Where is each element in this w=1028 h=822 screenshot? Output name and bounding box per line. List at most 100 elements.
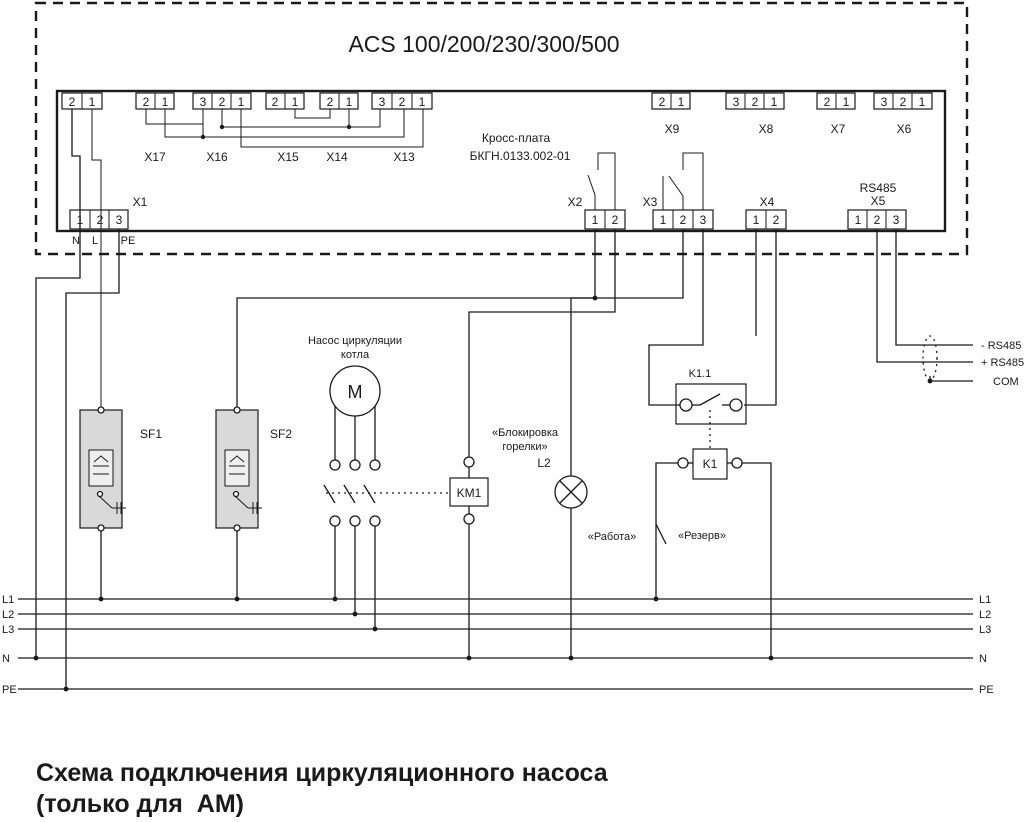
pin-label: 3 <box>733 95 740 109</box>
x1-terminal-l: L <box>92 235 98 247</box>
motor-label: M <box>348 382 363 402</box>
connector-x9-label: X9 <box>665 122 680 136</box>
pin-label: 3 <box>200 95 207 109</box>
connector-x4-label: X4 <box>760 195 775 209</box>
bus-label-n-right: N <box>979 653 987 665</box>
connector-x6-label: X6 <box>897 122 912 136</box>
x1-terminal-n: N <box>72 235 80 247</box>
pin-label: 1 <box>919 95 926 109</box>
pin-label: 1 <box>753 213 760 227</box>
x1-terminal-pe: PE <box>121 235 136 247</box>
rs485-minus-label: - RS485 <box>981 340 1021 352</box>
connector-x2: X2 1 2 <box>568 152 626 230</box>
connector-x1: X1 1 2 3 N L PE <box>69 195 148 247</box>
bus-label-l3-right: L3 <box>979 624 991 636</box>
connector-x13-label: X13 <box>393 150 415 164</box>
connector-x5: RS485 X5 1 2 3 <box>847 181 907 230</box>
pin-label: 3 <box>116 213 123 227</box>
pin-label: 3 <box>881 95 888 109</box>
pin-label: 1 <box>855 213 862 227</box>
bus-label-pe-right: PE <box>979 684 994 696</box>
relay-contact-label: K1.1 <box>689 368 712 380</box>
bus-label-l1-left: L1 <box>2 594 14 606</box>
lamp-label-line2: горелки» <box>502 441 547 453</box>
cross-board: Кросс-плата БКГН.0133.002-01 <box>55 89 947 233</box>
board-internal-wiring <box>145 109 424 148</box>
bus-label-n-left: N <box>2 653 10 665</box>
controller-title: ACS 100/200/230/300/500 <box>348 31 619 57</box>
breaker-sf1: SF1 <box>79 406 162 602</box>
pin-label: 2 <box>97 213 104 227</box>
pin-label: 2 <box>69 95 76 109</box>
rs485-plus-label: + RS485 <box>981 357 1024 369</box>
pin-label: 3 <box>700 213 707 227</box>
lamp-label-line1: «Блокировка <box>492 427 559 439</box>
contactor-km1-label: KM1 <box>457 486 482 500</box>
pin-label: 2 <box>752 95 759 109</box>
breaker-sf2-label: SF2 <box>270 427 292 441</box>
pin-label: 2 <box>874 213 881 227</box>
pin-label: 1 <box>346 95 353 109</box>
pin-label: 1 <box>419 95 426 109</box>
bus-label-l2-right: L2 <box>979 609 991 621</box>
rs485-com-label: COM <box>993 376 1019 388</box>
top-connector-pins: 2 1 2 1 3 2 1 2 1 2 1 3 2 1 2 1 <box>61 92 933 110</box>
pin-label: 3 <box>379 95 386 109</box>
pin-label: 3 <box>893 213 900 227</box>
reserve-label: «Резерв» <box>678 530 726 542</box>
pin-label: 1 <box>89 95 96 109</box>
cross-board-code: БКГН.0133.002-01 <box>470 149 571 163</box>
top-connector-labels: X17 X16 X15 X14 X13 X9 X8 X7 X6 <box>144 122 911 164</box>
bus-lines: L1 L2 L3 N PE L1 L2 L3 N PE <box>2 594 994 696</box>
relay-coil-label: K1 <box>703 457 718 471</box>
caption-line-1: Схема подключения циркуляционного насоса <box>36 759 608 787</box>
connector-x16-label: X16 <box>206 150 228 164</box>
lamp-label: L2 <box>537 456 551 470</box>
breaker-sf2: SF2 <box>215 229 598 602</box>
pump-label-line1: Насос циркуляции <box>308 335 402 347</box>
pin-label: 1 <box>292 95 299 109</box>
connector-x17-label: X17 <box>144 150 166 164</box>
pin-label: 1 <box>678 95 685 109</box>
pin-label: 2 <box>399 95 406 109</box>
pin-label: 2 <box>773 213 780 227</box>
breaker-sf1-label: SF1 <box>140 427 162 441</box>
pin-label: 1 <box>660 213 667 227</box>
pin-label: 1 <box>162 95 169 109</box>
pin-label: 2 <box>659 95 666 109</box>
bus-label-l3-left: L3 <box>2 624 14 636</box>
connector-x15-label: X15 <box>277 150 299 164</box>
pin-label: 2 <box>900 95 907 109</box>
supply-wiring <box>33 109 120 692</box>
pump-label-line2: котла <box>341 349 370 361</box>
rs485-output: - RS485 + RS485 COM <box>876 229 1024 388</box>
bus-label-pe-left: PE <box>2 684 17 696</box>
pin-label: 1 <box>592 213 599 227</box>
pin-label: 2 <box>612 213 619 227</box>
pin-label: 2 <box>143 95 150 109</box>
pin-label: 1 <box>238 95 245 109</box>
pin-label: 2 <box>327 95 334 109</box>
connector-x3: X3 1 2 3 <box>643 152 714 230</box>
connector-x8-label: X8 <box>759 122 774 136</box>
pin-label: 2 <box>272 95 279 109</box>
connector-x3-label: X3 <box>643 195 658 209</box>
caption-line-2: (только для AM) <box>36 790 244 818</box>
pin-label: 1 <box>843 95 850 109</box>
pump-circuit: Насос циркуляции котла M KM1 <box>308 229 616 661</box>
pin-label: 2 <box>219 95 226 109</box>
connector-x2-label: X2 <box>568 195 583 209</box>
bus-label-l1-right: L1 <box>979 594 991 606</box>
bus-label-l2-left: L2 <box>2 609 14 621</box>
pin-label: 1 <box>771 95 778 109</box>
diagram-caption: Схема подключения циркуляционного насоса… <box>36 758 608 820</box>
connector-x1-label: X1 <box>133 195 148 209</box>
pin-label: 2 <box>680 213 687 227</box>
work-label: «Работа» <box>588 531 637 543</box>
connector-x14-label: X14 <box>326 150 348 164</box>
rs485-header: RS485 <box>860 181 897 195</box>
connector-x4: X4 1 2 <box>745 195 787 230</box>
pin-label: 2 <box>824 95 831 109</box>
burner-lock-lamp: «Блокировка горелки» L2 <box>492 229 684 661</box>
